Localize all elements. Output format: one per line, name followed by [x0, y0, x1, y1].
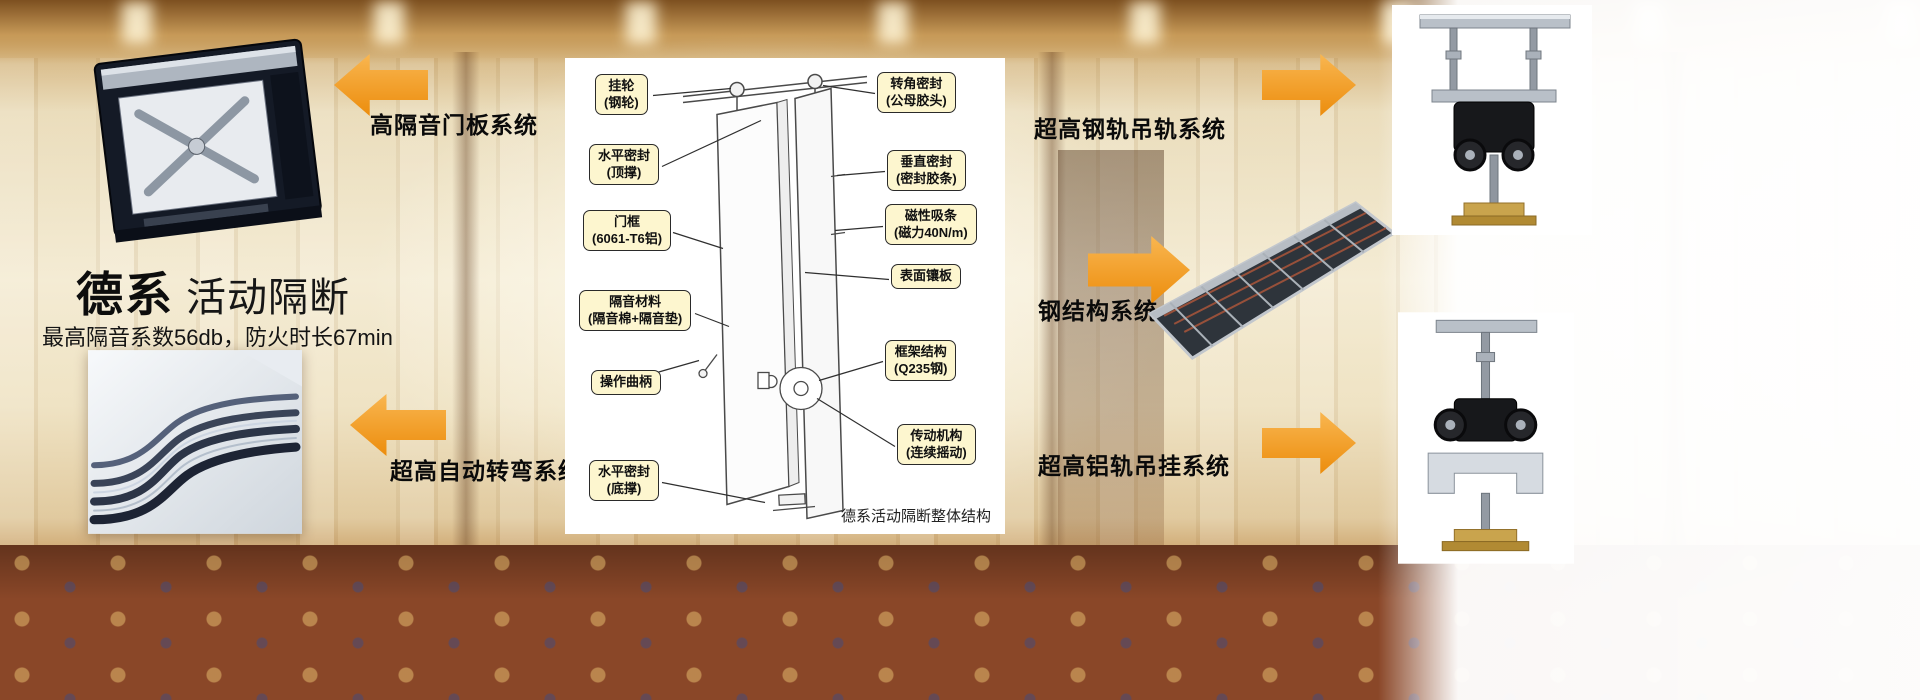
callout-horizontal-seal-bottom: 水平密封 (底撑) — [589, 460, 660, 502]
callout-corner-seal: 转角密封 (公母胶头) — [877, 72, 956, 114]
callout-vertical-seal: 垂直密封 (密封胶条) — [887, 150, 966, 192]
aluminum-rail-hanger-photo — [1398, 312, 1574, 564]
column — [1038, 52, 1066, 552]
page-title: 德系活动隔断 — [76, 256, 350, 325]
arrow-steel-structure-system — [1088, 236, 1190, 304]
label-door-panel-system: 高隔音门板系统 — [370, 112, 538, 138]
callout-sound-insulation: 隔音材料 (隔音棉+隔音垫) — [579, 290, 692, 332]
steel-structure-photo — [1148, 180, 1400, 378]
arrow-door-panel-system — [334, 54, 428, 116]
steel-rail-hanger-photo — [1392, 4, 1592, 236]
arrow-steel-rail-system — [1262, 54, 1356, 116]
label-steel-rail-system: 超高钢轨吊轨系统 — [1034, 116, 1226, 142]
callout-hanging-wheel: 挂轮 (钢轮) — [595, 74, 648, 116]
label-auto-turn-system: 超高自动转弯系统 — [390, 458, 582, 484]
column — [452, 52, 480, 552]
brand-name: 德系 — [76, 268, 174, 321]
hero-subtitle: 最高隔音系数56db，防火时长67min — [42, 325, 393, 350]
partition-line-drawing — [652, 73, 896, 520]
dark-doorway — [1058, 150, 1164, 562]
diagram-caption: 德系活动隔断整体结构 — [840, 508, 991, 525]
callout-surface-panel: 表面镶板 — [891, 264, 962, 289]
label-steel-structure-system: 钢结构系统 — [1038, 298, 1158, 324]
callout-operating-crank: 操作曲柄 — [591, 370, 662, 395]
callout-transmission: 传动机构 (连续摇动) — [897, 424, 976, 466]
callout-door-frame: 门框 (6061-T6铝) — [583, 210, 672, 252]
callout-magnetic-strip: 磁性吸条 (磁力40N/m) — [885, 204, 977, 246]
structure-diagram: 挂轮 (钢轮) 水平密封 (顶撑) 门框 (6061-T6铝) 隔音材料 (隔音… — [565, 58, 1005, 534]
door-track-mechanism-photo — [90, 20, 332, 258]
arrow-auto-turn-system — [350, 394, 446, 456]
product-name: 活动隔断 — [186, 276, 350, 320]
arrow-aluminum-rail-system — [1262, 412, 1356, 474]
callout-horizontal-seal-top: 水平密封 (顶撑) — [589, 144, 660, 186]
curved-track-photo — [88, 350, 302, 534]
callout-frame-structure: 框架结构 (Q235钢) — [885, 340, 957, 382]
label-aluminum-rail-system: 超高铝轨吊挂系统 — [1038, 453, 1230, 479]
